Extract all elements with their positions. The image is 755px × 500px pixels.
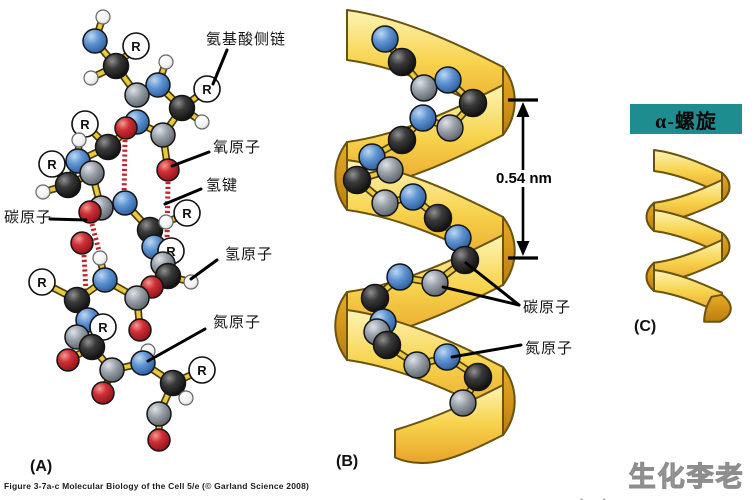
label-hydrogen-bond: 氢键 xyxy=(206,178,239,194)
panel-c-ribbon xyxy=(645,149,732,323)
panel-a-tag: (A) xyxy=(30,458,53,475)
label-amino-acid-side-chain: 氨基酸侧链 xyxy=(206,32,287,48)
panel-b-tag: (B) xyxy=(336,453,359,470)
svg-text:R: R xyxy=(131,39,141,54)
label-carbon-atom-b: 碳原子 xyxy=(523,300,572,316)
svg-text:R: R xyxy=(47,157,57,172)
watermark-text: 生化李老师 xyxy=(628,461,745,492)
svg-text:R: R xyxy=(98,320,108,335)
alpha-helix-title: α-螺旋 xyxy=(630,104,742,134)
leader-lines-and-arrow xyxy=(48,48,538,363)
label-carbon-atom: 碳原子 xyxy=(4,210,53,226)
svg-text:R: R xyxy=(166,244,176,259)
pitch-measurement-label: 0.54 nm xyxy=(494,170,554,187)
label-nitrogen-atom-b: 氮原子 xyxy=(525,341,574,357)
svg-text:R: R xyxy=(202,82,212,97)
label-oxygen-atom: 氧原子 xyxy=(213,140,262,156)
svg-text:R: R xyxy=(37,275,47,290)
watermark: 生化李老师 xyxy=(572,455,755,500)
svg-text:R: R xyxy=(80,117,90,132)
watermark-logo xyxy=(580,498,606,500)
figure-caption: Figure 3-7a-c Molecular Biology of the C… xyxy=(4,481,310,491)
label-hydrogen-atom: 氢原子 xyxy=(225,247,274,263)
svg-text:R: R xyxy=(197,363,207,378)
panel-a-ball-stick-model: R R R R R R R R R xyxy=(28,9,221,452)
svg-text:R: R xyxy=(182,206,192,221)
label-nitrogen-atom: 氮原子 xyxy=(213,315,262,331)
panel-c-tag: (C) xyxy=(634,318,657,335)
panel-b-ribbon-helix xyxy=(334,9,516,465)
